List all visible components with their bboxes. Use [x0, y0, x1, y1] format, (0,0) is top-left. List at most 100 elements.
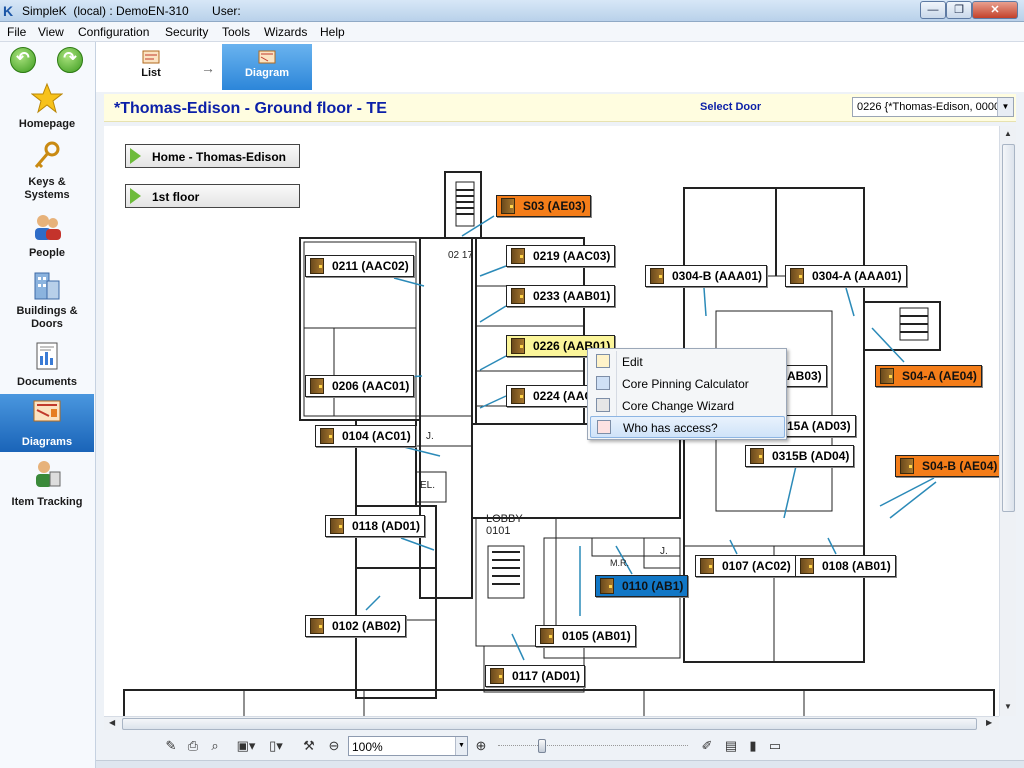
play-arrow-icon — [130, 148, 141, 164]
sidebar-label-documents: Documents — [17, 376, 77, 388]
zoom-out-icon[interactable]: ⊖ — [328, 738, 340, 753]
door-label: 0304-B (AAA01) — [672, 269, 763, 283]
diagram-header: *Thomas-Edison - Ground floor - TE Selec… — [104, 94, 1016, 122]
door-0105[interactable]: 0105 (AB01) — [535, 625, 636, 647]
menu-help[interactable]: Help — [320, 25, 345, 39]
door-dropdown-icon[interactable]: ▯▾ — [269, 738, 283, 753]
door-label: S03 (AE03) — [523, 199, 586, 213]
vertical-scrollbar[interactable]: ▲ ▼ — [999, 126, 1016, 716]
zoom-slider[interactable] — [498, 739, 688, 753]
scroll-right-icon[interactable]: ▶ — [986, 718, 993, 727]
door-label: AB03) — [787, 369, 822, 383]
forward-arrow-icon[interactable]: ↷ — [57, 47, 83, 73]
sidebar-item-buildings-doors[interactable]: Buildings & Doors — [0, 267, 94, 330]
sidebar-item-documents[interactable]: Documents — [0, 338, 94, 396]
tab-diagram[interactable]: Diagram — [222, 44, 312, 90]
door-s04-b[interactable]: S04-B (AE04) — [895, 455, 999, 477]
sidebar-item-homepage[interactable]: Homepage — [0, 80, 94, 138]
print-preview-icon[interactable]: ⌕ — [211, 738, 219, 753]
calculator-icon[interactable]: ▤ — [724, 738, 738, 753]
sidebar-label-diagrams: Diagrams — [21, 436, 73, 448]
door-label: 0105 (AB01) — [562, 629, 631, 643]
title-bar: K SimpleK (local) : DemoEN-310 User: — ❐… — [0, 0, 1024, 22]
play-arrow-icon — [130, 188, 141, 204]
print-icon[interactable]: ⎙ — [187, 738, 199, 753]
door-0107[interactable]: 0107 (AC02) — [695, 555, 796, 577]
door-label: 0118 (AD01) — [352, 519, 421, 533]
zoom-in-icon[interactable]: ⊕ — [475, 738, 487, 753]
door-icon — [501, 198, 515, 214]
select-door-label: Select Door — [700, 101, 762, 113]
door-0224[interactable]: 0224 (AAC — [506, 385, 599, 407]
diagram-icon — [33, 400, 61, 422]
zoom-select[interactable]: 100% ▼ — [348, 736, 468, 756]
door-0304-a[interactable]: 0304-A (AAA01) — [785, 265, 907, 287]
nav-link-floor[interactable]: 1st floor — [125, 184, 300, 208]
horizontal-scrollbar[interactable]: ◀ ▶ — [104, 716, 999, 730]
sidebar: ↶ ↷ Homepage Keys & Systems People Build… — [0, 42, 96, 768]
chevron-down-icon: ▼ — [997, 98, 1013, 116]
menu-configuration[interactable]: Configuration — [78, 25, 150, 39]
context-menu-who-has-access[interactable]: Who has access? — [590, 416, 785, 438]
door-0315b[interactable]: 0315B (AD04) — [745, 445, 855, 467]
wrench-icon[interactable]: ⚒ — [303, 738, 315, 753]
context-menu-core-pinning-calculator[interactable]: Core Pinning Calculator — [590, 373, 785, 395]
context-menu-core-change-wizard[interactable]: Core Change Wizard — [590, 395, 785, 417]
context-menu-edit-label: Edit — [622, 355, 643, 369]
door-icon — [540, 628, 554, 644]
sidebar-item-item-tracking[interactable]: Item Tracking — [0, 456, 94, 514]
menu-tools[interactable]: Tools — [222, 25, 251, 39]
back-arrow-icon[interactable]: ↶ — [10, 47, 36, 73]
door-select-dropdown[interactable]: 0226 {*Thomas-Edison, 0000 ▼ — [852, 97, 1014, 117]
export-dropdown-icon[interactable]: ▣▾ — [236, 738, 256, 753]
zoom-slider-knob[interactable] — [538, 739, 546, 753]
horizontal-scroll-thumb[interactable] — [122, 718, 977, 730]
menu-file[interactable]: File — [7, 25, 27, 39]
menu-view[interactable]: View — [38, 25, 64, 39]
key-icon — [34, 141, 60, 169]
door-label: 0104 (AC01) — [342, 429, 411, 443]
scroll-left-icon[interactable]: ◀ — [109, 718, 116, 727]
sidebar-item-people[interactable]: People — [0, 209, 94, 267]
door-0233[interactable]: 0233 (AAB01) — [506, 285, 616, 307]
door-0117[interactable]: 0117 (AD01) — [485, 665, 586, 687]
maximize-button[interactable]: ❐ — [946, 1, 972, 19]
vertical-scroll-thumb[interactable] — [1002, 144, 1015, 512]
scroll-up-icon[interactable]: ▲ — [1004, 129, 1012, 138]
door-0118[interactable]: 0118 (AD01) — [325, 515, 426, 537]
tab-list[interactable]: List — [121, 44, 181, 90]
sidebar-item-keys-systems[interactable]: Keys & Systems — [0, 138, 94, 201]
door-label: 0211 (AAC02) — [332, 259, 409, 273]
menu-security[interactable]: Security — [165, 25, 209, 39]
wizard-icon[interactable]: ▮ — [749, 738, 757, 753]
minimize-button[interactable]: — — [920, 1, 946, 19]
door-s03[interactable]: S03 (AE03) — [496, 195, 591, 217]
room-label-mr: M.R. — [610, 558, 629, 568]
door-s04-a[interactable]: S04-A (AE04) — [875, 365, 982, 387]
star-icon — [31, 82, 63, 114]
sidebar-item-diagrams[interactable]: Diagrams — [0, 394, 94, 452]
door-0206[interactable]: 0206 (AAC01) — [305, 375, 415, 397]
door-label: 0219 (AAC03) — [533, 249, 611, 263]
menu-wizards[interactable]: Wizards — [264, 25, 308, 39]
close-button[interactable]: ✕ — [972, 1, 1018, 19]
context-menu-edit[interactable]: Edit — [590, 351, 785, 373]
document-icon[interactable]: ▭ — [768, 738, 782, 753]
edit-icon[interactable]: ✐ — [701, 738, 713, 753]
door-0219[interactable]: 0219 (AAC03) — [506, 245, 616, 267]
door-0211[interactable]: 0211 (AAC02) — [305, 255, 414, 277]
door-0108[interactable]: 0108 (AB01) — [795, 555, 896, 577]
door-0102[interactable]: 0102 (AB02) — [305, 615, 406, 637]
paint-icon[interactable]: ✎ — [165, 738, 177, 753]
nav-link-home[interactable]: Home - Thomas-Edison — [125, 144, 300, 168]
door-0104[interactable]: 0104 (AC01) — [315, 425, 416, 447]
door-icon — [310, 378, 324, 394]
door-label: 15A (AD03) — [787, 419, 851, 433]
door-label: 0315B (AD04) — [772, 449, 850, 463]
door-icon — [750, 448, 764, 464]
scroll-down-icon[interactable]: ▼ — [1004, 702, 1012, 711]
door-0110[interactable]: 0110 (AB1) — [595, 575, 689, 597]
room-label-0217: 02 17 — [448, 250, 473, 261]
door-0304-b[interactable]: 0304-B (AAA01) — [645, 265, 768, 287]
